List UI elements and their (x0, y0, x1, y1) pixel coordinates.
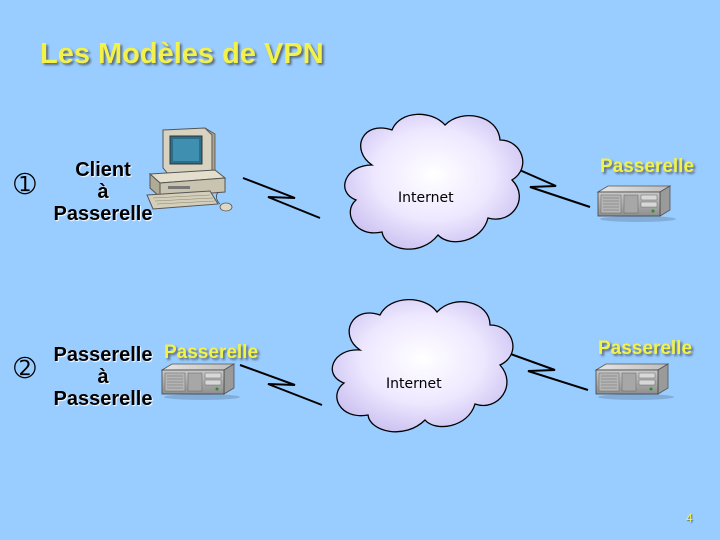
server-icon (161, 363, 241, 401)
lightning-link-icon (242, 177, 321, 219)
cloud-icon (344, 113, 524, 250)
model-number-2: ➁ (14, 354, 36, 384)
lightning-link-icon (504, 351, 589, 391)
remote-gateway-label: Passerelle (600, 156, 695, 177)
model-1-label: Client à Passerelle (48, 159, 158, 225)
page-number: 4 (686, 511, 693, 525)
model-2-label-line: Passerelle (53, 388, 153, 410)
cloud-icon (331, 299, 514, 433)
remote-gateway-label: Passerelle (598, 338, 693, 359)
model-1-label-line: Passerelle (53, 203, 153, 225)
server-icon (597, 185, 677, 223)
model-1-label-line: à (97, 181, 109, 203)
model-2-label-line: Passerelle (53, 344, 153, 366)
desktop-computer-icon (146, 127, 233, 212)
lightning-link-icon (514, 167, 591, 208)
lightning-link-icon (239, 364, 323, 406)
cloud-label-internet: Internet (386, 376, 442, 392)
server-icon (595, 363, 675, 401)
model-2-label-line: à (97, 366, 109, 388)
model-2-label: Passerelle à Passerelle (48, 344, 158, 410)
slide-title: Les Modèles de VPN (40, 38, 324, 70)
local-gateway-label: Passerelle (164, 342, 259, 363)
model-number-1: ➀ (14, 170, 36, 200)
cloud-label-internet: Internet (398, 190, 454, 206)
model-1-label-line: Client (75, 159, 131, 181)
